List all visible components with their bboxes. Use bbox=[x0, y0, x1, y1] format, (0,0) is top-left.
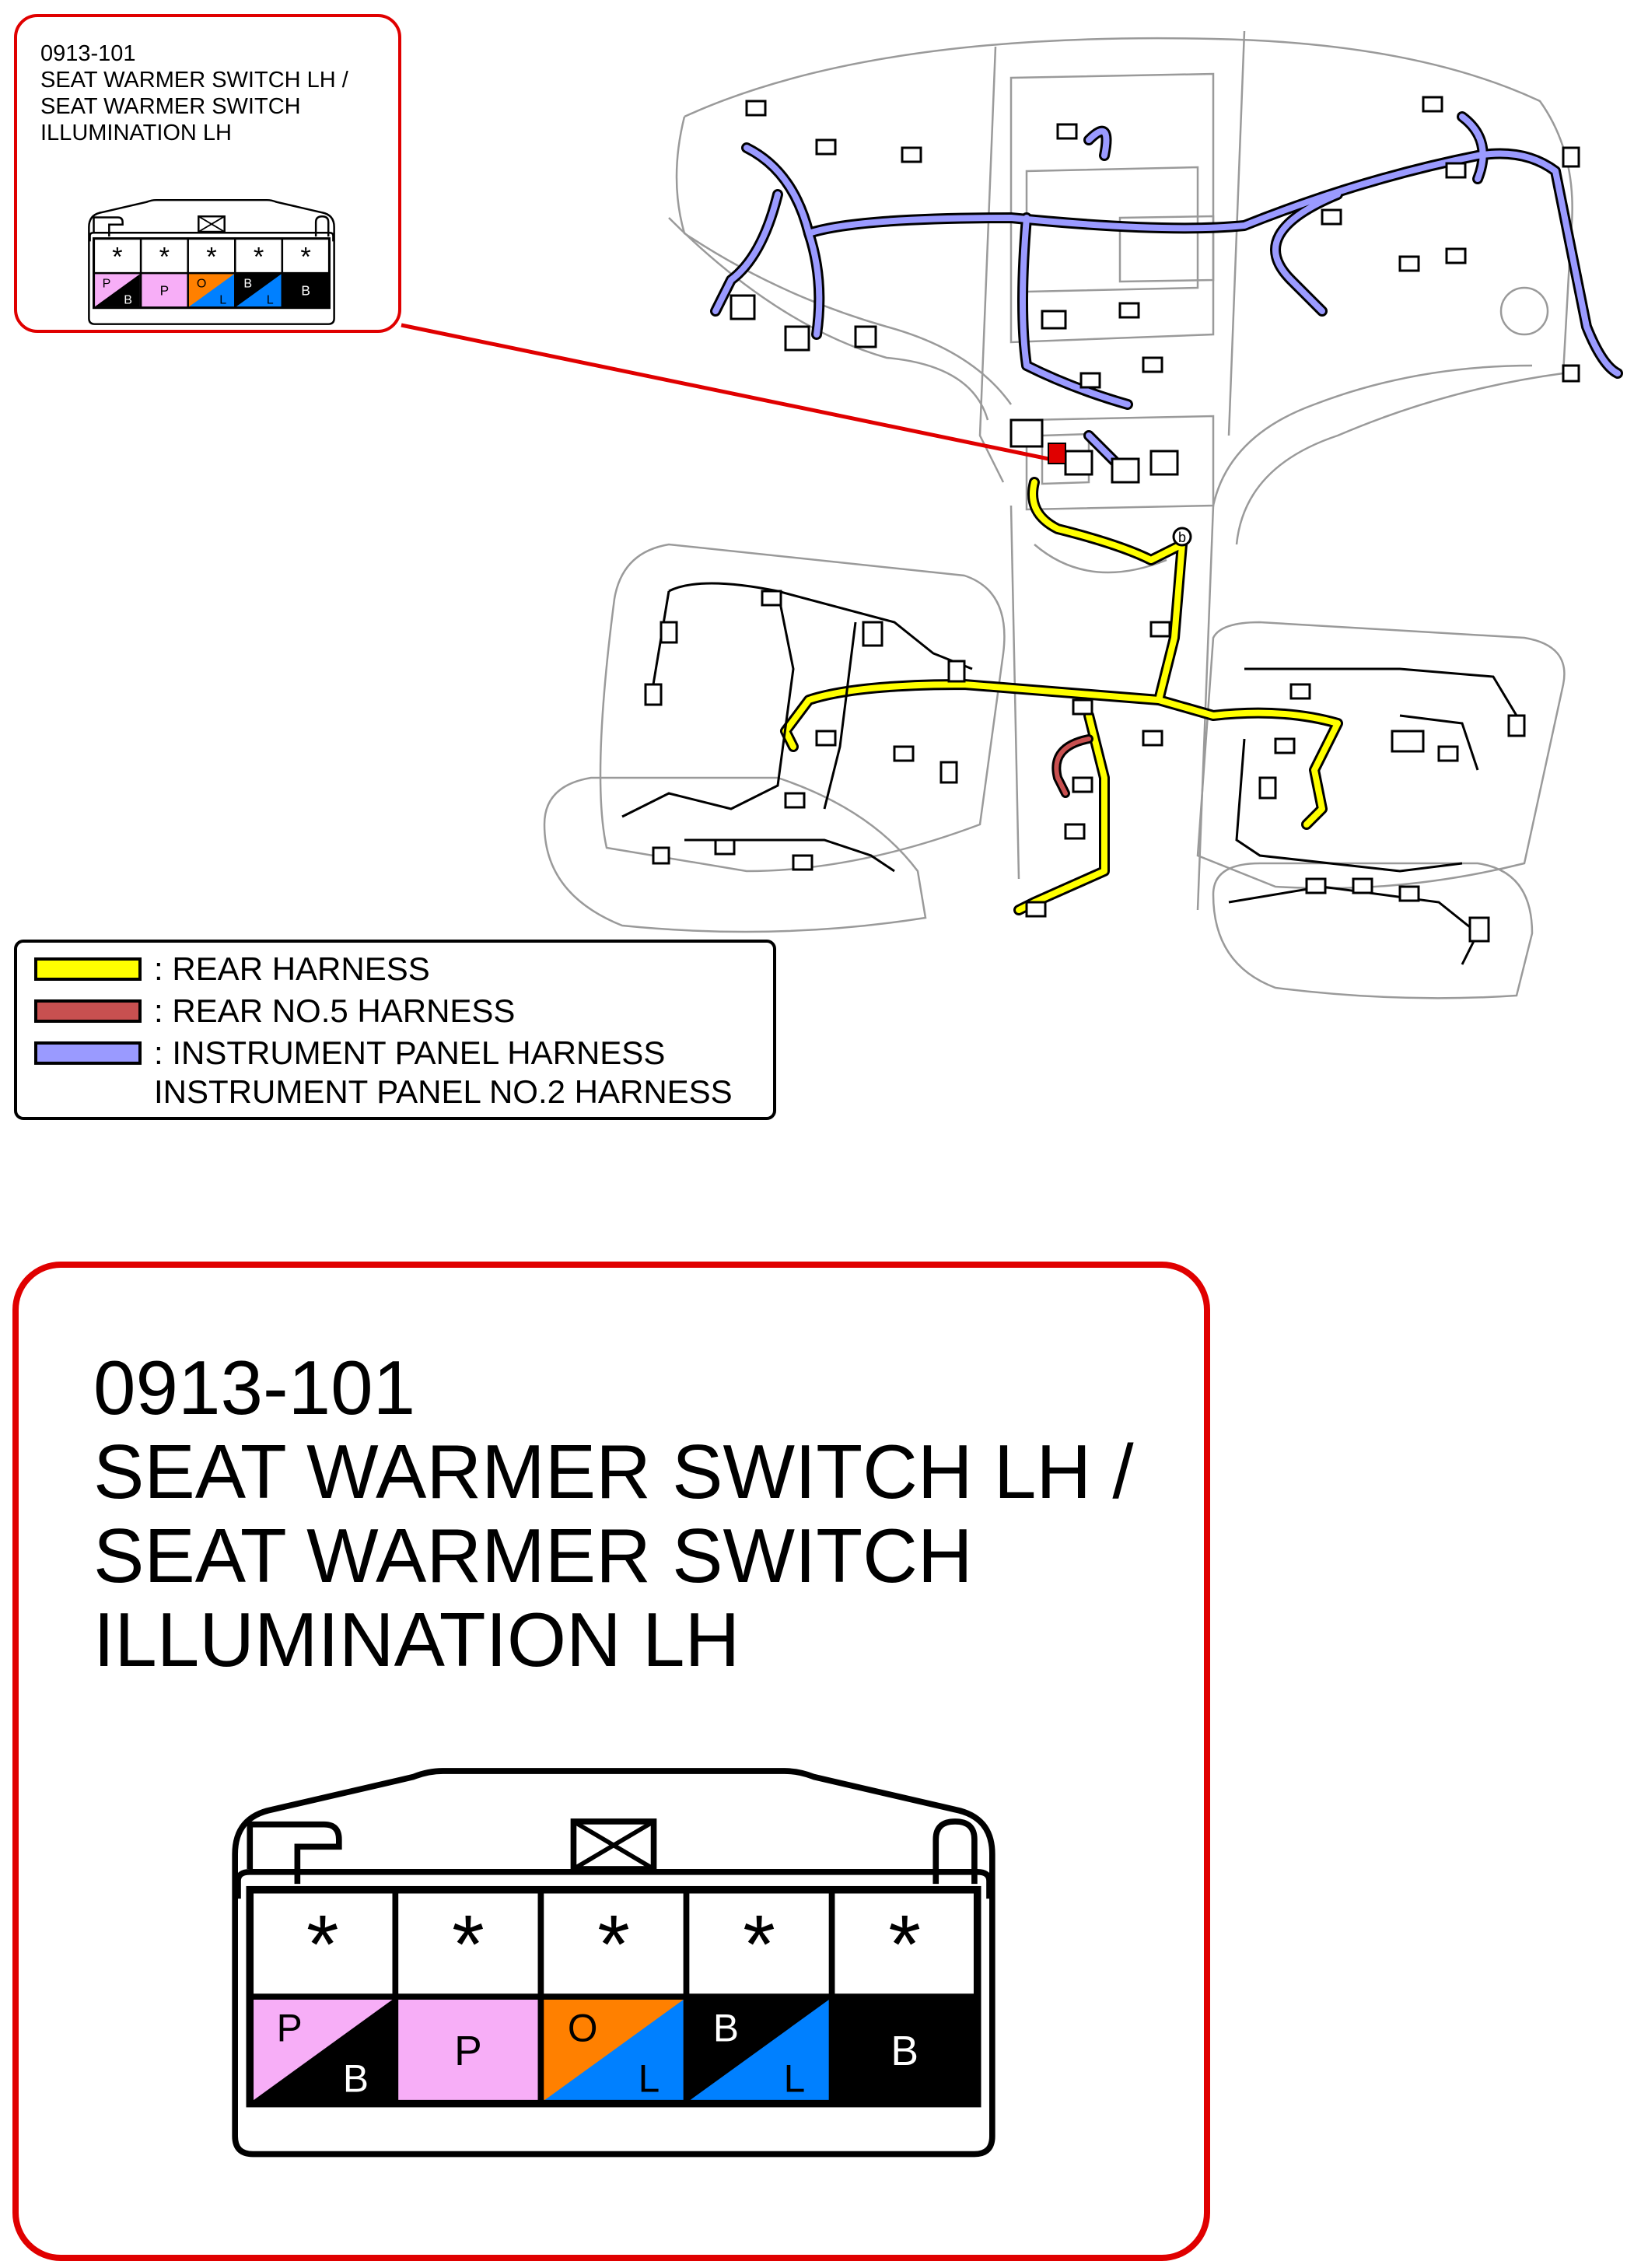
wire-color-code: B bbox=[301, 283, 310, 299]
large-connector-code: 0913-101 bbox=[93, 1345, 416, 1430]
connector-lock-x bbox=[572, 1819, 656, 1871]
small-connector-name-line2: SEAT WARMER SWITCH bbox=[40, 94, 301, 119]
wire-color-code: P bbox=[160, 283, 170, 299]
rear-no5-harness bbox=[1054, 737, 1091, 796]
pin-mark: * bbox=[300, 242, 310, 271]
pin-mark: * bbox=[452, 1898, 485, 1991]
wire-color-code: L bbox=[639, 2056, 660, 2100]
legend-swatch-rear-harness bbox=[34, 957, 142, 981]
pin-mark: * bbox=[206, 242, 216, 271]
wire-color-stripe bbox=[544, 2000, 684, 2101]
marker-label: b bbox=[1178, 530, 1186, 545]
pin-mark: * bbox=[254, 242, 264, 271]
large-connector-callout: 0913-101 SEAT WARMER SWITCH LH / SEAT WA… bbox=[12, 1262, 1210, 2261]
connector-latch-left bbox=[93, 216, 124, 237]
wire-color-stripe bbox=[689, 2000, 829, 2101]
legend-label-rear-harness: : REAR HARNESS bbox=[154, 950, 430, 987]
wire-color-code: B bbox=[124, 293, 132, 307]
pin-cell bbox=[281, 237, 331, 275]
large-connector-title: 0913-101 SEAT WARMER SWITCH LH / SEAT WA… bbox=[93, 1346, 1134, 1682]
small-connector-name-line1: SEAT WARMER SWITCH LH / bbox=[40, 68, 348, 93]
large-connector-name-line1: SEAT WARMER SWITCH LH / bbox=[93, 1429, 1134, 1514]
wire-color-code: L bbox=[267, 293, 274, 307]
legend-swatch-instrument-panel-harness bbox=[34, 1041, 142, 1065]
highlighted-connector bbox=[1048, 443, 1066, 464]
pin-mark: * bbox=[743, 1898, 775, 1991]
rear-harness-outline bbox=[780, 477, 1343, 915]
wire-color-code: P bbox=[277, 2006, 303, 2049]
harness-legend: : REAR HARNESS : REAR NO.5 HARNESS : INS… bbox=[14, 940, 776, 1120]
wire-color-code: B bbox=[243, 277, 252, 291]
legend-item-rear-harness: : REAR HARNESS bbox=[34, 950, 430, 987]
pin-mark: * bbox=[306, 1898, 339, 1991]
wire-color-cell bbox=[281, 271, 331, 309]
wire-color-code: O bbox=[568, 2006, 598, 2049]
large-connector-name-line3: ILLUMINATION LH bbox=[93, 1597, 740, 1682]
pin-mark: * bbox=[888, 1898, 921, 1991]
wire-color-code: B bbox=[343, 2056, 369, 2100]
pin-mark: * bbox=[159, 242, 170, 271]
wire-color-stripe bbox=[253, 2000, 393, 2101]
wire-color-code: P bbox=[103, 277, 111, 291]
connector-lock-x bbox=[198, 215, 226, 233]
pin-grid-frame bbox=[93, 237, 331, 310]
connector-latch-right bbox=[932, 1818, 978, 1885]
legend-label-instrument-panel-harness: : INSTRUMENT PANEL HARNESS bbox=[154, 1034, 666, 1071]
connector-latch-right bbox=[314, 215, 330, 237]
seat-wiring bbox=[621, 582, 1518, 965]
pin-grid-frame bbox=[246, 1885, 981, 2108]
pin-cell bbox=[683, 1886, 835, 2000]
small-connector-name-line3: ILLUMINATION LH bbox=[40, 121, 233, 145]
pin-mark: * bbox=[597, 1898, 630, 1991]
legend-swatch-rear-no5-harness bbox=[34, 999, 142, 1023]
vehicle-harness-diagram: b bbox=[401, 30, 1623, 999]
wire-color-code: L bbox=[784, 2056, 806, 2100]
wire-color-code: L bbox=[219, 293, 226, 307]
wire-color-code: B bbox=[890, 2028, 918, 2074]
wire-color-cell bbox=[392, 1993, 544, 2107]
connector-latch-left bbox=[247, 1821, 342, 1885]
legend-label-instrument-panel-no2-harness: INSTRUMENT PANEL NO.2 HARNESS bbox=[154, 1073, 733, 1110]
legend-label-rear-no5-harness: : REAR NO.5 HARNESS bbox=[154, 992, 516, 1029]
instrument-panel-harness bbox=[712, 114, 1621, 470]
harness-connectors bbox=[644, 96, 1580, 943]
rear-harness bbox=[782, 479, 1341, 913]
wire-color-code: B bbox=[713, 2006, 739, 2049]
pin-mark: * bbox=[112, 242, 122, 271]
large-connector-name-line2: SEAT WARMER SWITCH bbox=[93, 1513, 973, 1598]
wire-color-code: O bbox=[197, 277, 207, 291]
marker-circle bbox=[1172, 527, 1192, 547]
legend-item-instrument-panel-no2-harness: INSTRUMENT PANEL NO.2 HARNESS bbox=[154, 1073, 733, 1110]
vehicle-outline bbox=[543, 30, 1573, 999]
wire-color-stripe bbox=[94, 274, 140, 307]
legend-item-instrument-panel-harness: : INSTRUMENT PANEL HARNESS bbox=[34, 1034, 665, 1071]
legend-item-rear-no5-harness: : REAR NO.5 HARNESS bbox=[34, 992, 515, 1029]
wire-color-code: P bbox=[454, 2028, 482, 2074]
small-connector-code: 0913-101 bbox=[40, 41, 136, 66]
small-connector-callout: 0913-101 SEAT WARMER SWITCH LH / SEAT WA… bbox=[14, 14, 401, 333]
callout-leader-line bbox=[401, 323, 1057, 463]
